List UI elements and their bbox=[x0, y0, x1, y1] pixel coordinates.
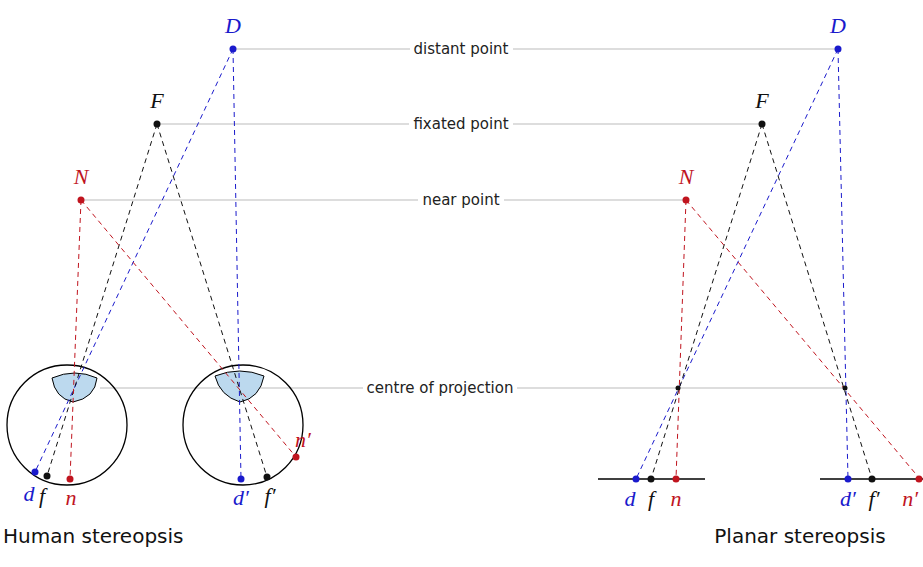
point-label: d′ bbox=[840, 487, 856, 511]
point-label: n′ bbox=[295, 428, 311, 452]
point-label: d′ bbox=[233, 486, 249, 510]
point-label: n bbox=[671, 487, 682, 511]
point-label: N bbox=[679, 165, 694, 189]
point-label: F bbox=[755, 89, 768, 113]
ray-lines bbox=[35, 49, 920, 479]
point-label: n bbox=[66, 486, 77, 510]
point-label: n′ bbox=[902, 487, 918, 511]
point-label: N bbox=[74, 165, 89, 189]
guide-label: distant point bbox=[410, 41, 513, 58]
guide-label: centre of projection bbox=[363, 380, 518, 397]
point-label: d bbox=[625, 487, 636, 511]
point-dots bbox=[32, 46, 923, 483]
point-label: F bbox=[150, 89, 163, 113]
caption: Planar stereopsis bbox=[714, 525, 885, 547]
point-label: d bbox=[24, 482, 35, 506]
point-label: f bbox=[648, 487, 654, 511]
guide-label: near point bbox=[418, 192, 503, 209]
guide-lines bbox=[81, 49, 845, 388]
point-label: f′ bbox=[265, 484, 276, 508]
point-label: f bbox=[39, 484, 45, 508]
point-label: D bbox=[225, 14, 241, 38]
point-label: f′ bbox=[869, 487, 880, 511]
guide-label: fixated point bbox=[409, 116, 512, 133]
point-label: D bbox=[830, 14, 846, 38]
caption: Human stereopsis bbox=[3, 525, 183, 547]
eyes bbox=[7, 365, 303, 485]
